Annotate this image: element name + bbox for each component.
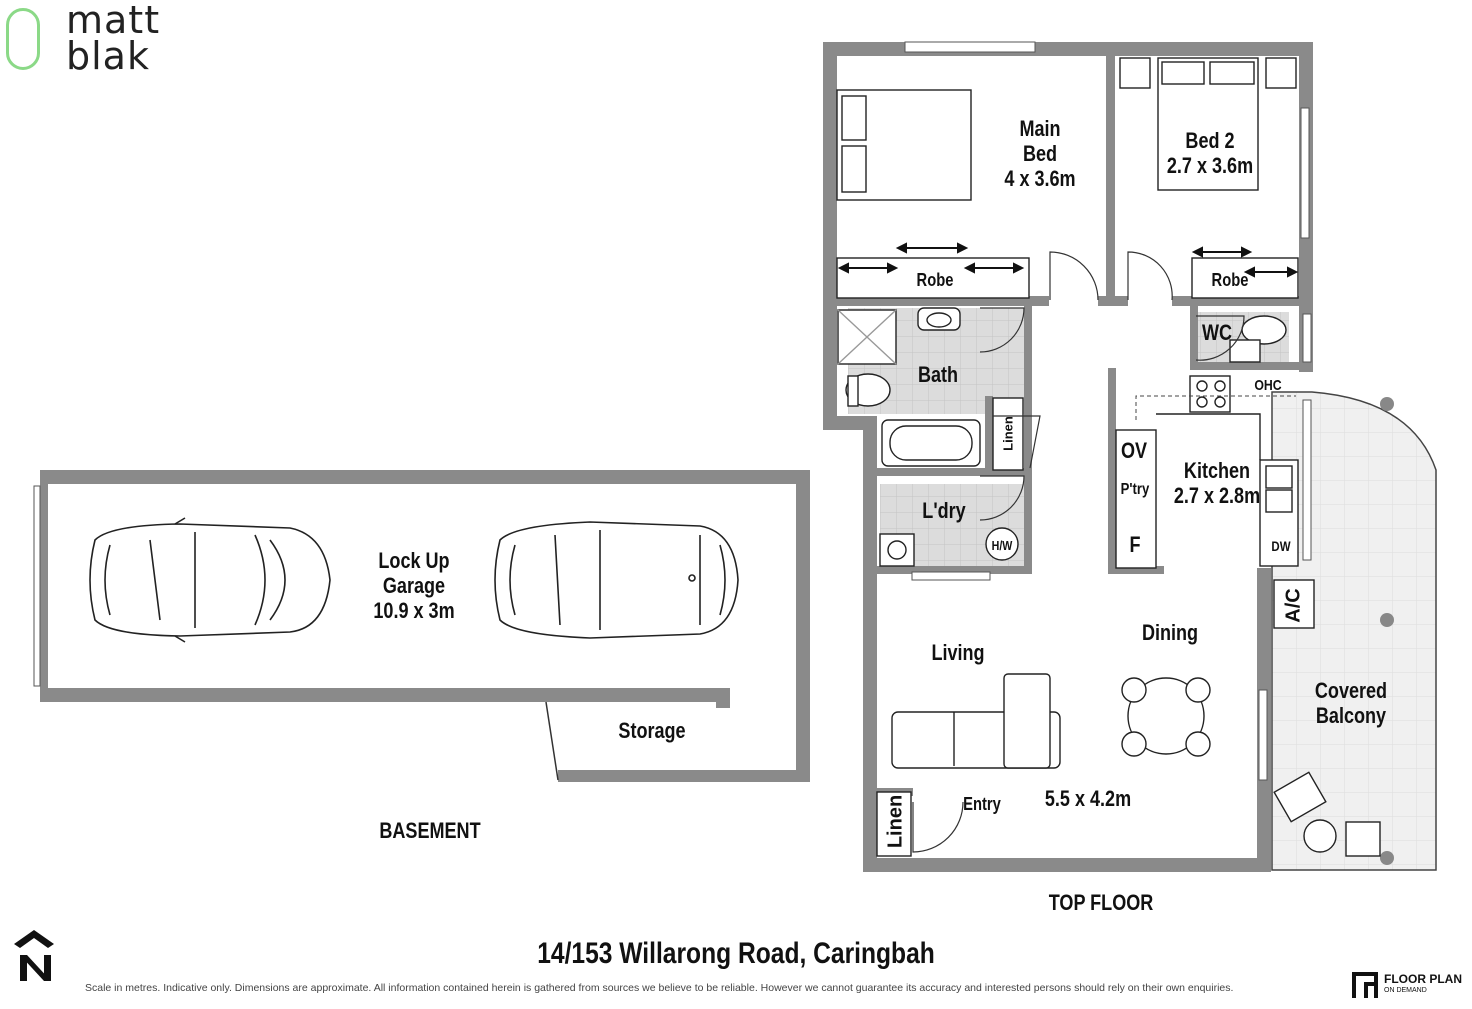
north-arrow-icon — [14, 930, 54, 981]
disclaimer: Scale in metres. Indicative only. Dimens… — [85, 982, 1234, 994]
brand-line1: matt — [66, 0, 161, 42]
label-ohc: OHC — [1254, 377, 1282, 394]
label-wc: WC — [1201, 320, 1233, 345]
label-bath: Bath — [917, 362, 959, 387]
balcony-posts — [1380, 397, 1394, 865]
label-linen-bath: Linen — [1000, 416, 1016, 451]
label-living-dims: 5.5 x 4.2m — [1044, 786, 1132, 811]
label-robe-bed2: Robe — [1211, 270, 1249, 290]
label-main-bed: Main Bed 4 x 3.6m — [1004, 116, 1076, 191]
label-balcony: Covered Balcony — [1314, 678, 1388, 728]
label-dining: Dining — [1141, 620, 1199, 645]
label-living: Living — [931, 640, 985, 665]
label-garage: Lock Up Garage 10.9 x 3m — [373, 548, 455, 623]
garage-walls — [40, 470, 810, 782]
label-linen-entry: Linen — [884, 794, 907, 849]
furniture — [836, 57, 1381, 857]
label-bed2: Bed 2 2.7 x 3.6m — [1166, 128, 1254, 178]
label-dishwasher: DW — [1271, 538, 1291, 554]
label-kitchen: Kitchen 2.7 x 2.8m — [1173, 458, 1261, 508]
car-right — [494, 521, 739, 639]
label-storage: Storage — [618, 718, 686, 743]
footer-brand-sub: ON DEMAND — [1384, 987, 1427, 994]
address-title: 14/153 Willarong Road, Caringbah — [537, 937, 935, 970]
brand-line2: blak — [66, 34, 150, 78]
brand-logo-text: matt blak — [66, 0, 161, 78]
label-oven: OV — [1120, 438, 1148, 463]
label-hot-water: H/W — [991, 538, 1013, 553]
label-laundry: L'dry — [922, 498, 966, 523]
label-pantry: P'try — [1120, 481, 1150, 498]
label-robe-main: Robe — [916, 270, 954, 290]
level-top-floor: TOP FLOOR — [1048, 890, 1154, 915]
level-basement: BASEMENT — [379, 818, 481, 843]
label-entry: Entry — [963, 794, 1001, 814]
label-fridge: F — [1129, 532, 1141, 557]
door-swings — [912, 251, 1245, 853]
brand-logo-mark — [6, 8, 40, 70]
floor-plan-logo-icon — [1352, 972, 1378, 998]
car-left — [89, 517, 331, 643]
label-ac: A/C — [1282, 588, 1305, 623]
footer-brand-name: FLOOR PLAN — [1384, 972, 1462, 986]
